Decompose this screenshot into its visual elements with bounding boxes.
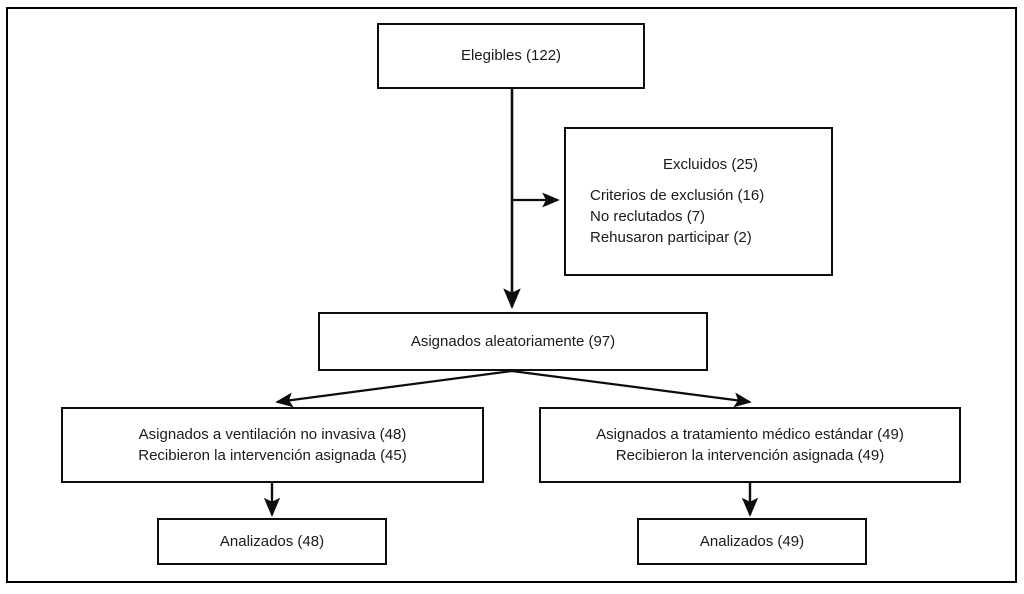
node-analyzed-right: Analizados (49)	[637, 518, 867, 565]
node-randomized: Asignados aleatoriamente (97)	[318, 312, 708, 371]
node-analyzed-right-label: Analizados (49)	[699, 532, 805, 550]
node-analyzed-left: Analizados (48)	[157, 518, 387, 565]
node-excluded-reason-refused: Rehusaron participar (2)	[590, 229, 752, 247]
node-excluded-heading: Excluidos (25)	[662, 156, 759, 174]
node-eligible-label: Elegibles (122)	[460, 47, 562, 65]
node-analyzed-left-label: Analizados (48)	[219, 532, 325, 550]
node-excluded: Excluidos (25) Criterios de exclusión (1…	[564, 127, 833, 276]
figure-border	[6, 7, 1017, 583]
node-arm-noninvasive-ventilation: Asignados a ventilación no invasiva (48)…	[61, 407, 484, 483]
node-eligible: Elegibles (122)	[377, 23, 645, 89]
node-randomized-label: Asignados aleatoriamente (97)	[410, 332, 616, 350]
node-excluded-reason-criteria: Criterios de exclusión (16)	[590, 186, 765, 204]
node-arm-left-received: Recibieron la intervención asignada (45)	[138, 447, 407, 464]
node-arm-left-allocated: Asignados a ventilación no invasiva (48)	[138, 425, 407, 443]
node-arm-right-received: Recibieron la intervención asignada (49)	[615, 447, 885, 464]
node-excluded-reason-not-recruited: No reclutados (7)	[590, 208, 706, 225]
node-arm-standard-medical-treatment: Asignados a tratamiento médico estándar …	[539, 407, 961, 483]
node-arm-right-allocated: Asignados a tratamiento médico estándar …	[596, 425, 904, 443]
